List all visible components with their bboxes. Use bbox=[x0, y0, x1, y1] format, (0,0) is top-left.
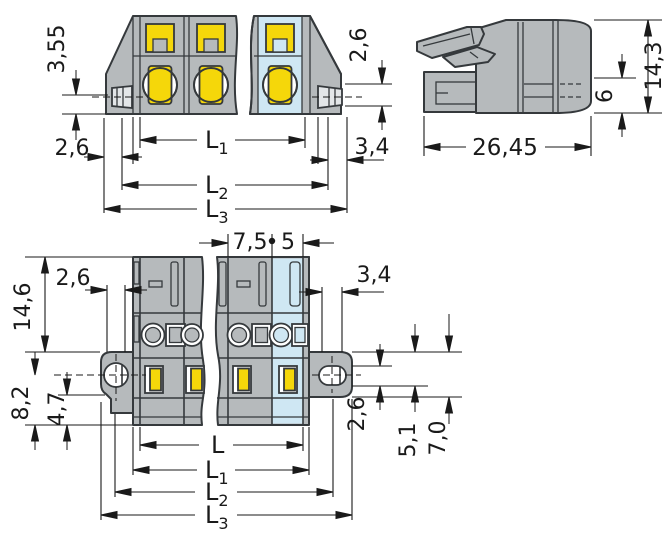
dim-14-3: 14,3 bbox=[642, 19, 667, 114]
svg-text:L3: L3 bbox=[205, 501, 229, 533]
dim-label: 5 bbox=[281, 230, 295, 255]
dim-l1: L1 bbox=[139, 126, 306, 158]
dim-label: 2,6 bbox=[347, 28, 372, 63]
pole-1 bbox=[142, 23, 178, 105]
svg-text:L2: L2 bbox=[205, 171, 229, 203]
dim-label: 3,4 bbox=[355, 135, 390, 160]
dim-3-55: 3,55 bbox=[45, 25, 81, 140]
dim-label: 14,6 bbox=[11, 283, 36, 332]
clamp-screws bbox=[144, 365, 298, 394]
dim-label: 4,7 bbox=[45, 392, 70, 427]
dim-3-4-right: 3,4 bbox=[310, 135, 390, 165]
side-profile-view: 26,45 14,3 6 bbox=[416, 19, 667, 161]
dim-label: 3,4 bbox=[357, 263, 392, 288]
pole-2 bbox=[193, 23, 229, 105]
dim-2-6-left: 2,6 bbox=[56, 266, 147, 295]
dim-extension-lines bbox=[25, 234, 462, 520]
dim-label: 26,45 bbox=[472, 135, 538, 161]
dim-6: 6 bbox=[593, 54, 627, 137]
dim-l1: L1 bbox=[132, 456, 310, 488]
svg-text:L3: L3 bbox=[205, 195, 229, 227]
dim-l: L bbox=[139, 431, 304, 459]
dim-2-6-right: 2,6 bbox=[347, 28, 387, 130]
svg-text:L1: L1 bbox=[205, 456, 229, 488]
pole-highlighted bbox=[262, 23, 298, 105]
dim-extension-lines bbox=[423, 19, 662, 156]
dim-label: 7,5 bbox=[233, 230, 268, 255]
lever-latch bbox=[442, 46, 496, 68]
plan-view: 7,5 5 3,4 2,6 14,6 8,2 4,7 bbox=[9, 230, 462, 533]
dim-label: 2,6 bbox=[55, 136, 90, 161]
dim-2-6-flange: 2,6 bbox=[345, 344, 385, 432]
mounting-ear-left bbox=[100, 351, 134, 414]
clamp-screw bbox=[147, 65, 173, 105]
dim-5-1: 5,1 bbox=[396, 324, 421, 458]
connector-main-body bbox=[475, 19, 592, 114]
dim-8-2: 8,2 bbox=[9, 352, 40, 450]
dim-label: 3,55 bbox=[45, 25, 70, 74]
dim-3-4: 3,4 bbox=[299, 263, 392, 297]
dim-l2: L2 bbox=[121, 171, 329, 203]
dim-4-7: 4,7 bbox=[45, 372, 72, 450]
dim-l2: L2 bbox=[114, 478, 334, 510]
dim-14-6: 14,6 bbox=[11, 256, 50, 353]
dim-l3: L3 bbox=[103, 195, 348, 227]
dim-label: 2,6 bbox=[345, 397, 370, 432]
clamp-screw bbox=[267, 65, 293, 105]
dim-7-0: 7,0 bbox=[426, 314, 454, 456]
dim-label: 2,6 bbox=[56, 266, 91, 291]
lever-slots bbox=[133, 261, 301, 343]
dim-26-45: 26,45 bbox=[423, 135, 592, 161]
dim-2-6-left: 2,6 bbox=[55, 136, 142, 162]
svg-text:L1: L1 bbox=[205, 126, 229, 158]
dim-label: 7,0 bbox=[426, 421, 451, 456]
dim-extension-lines bbox=[62, 83, 392, 213]
svg-text:L: L bbox=[211, 431, 225, 459]
dim-label: 8,2 bbox=[9, 386, 34, 421]
contact-openings bbox=[140, 322, 309, 348]
side-elevation-view: 3,55 2,6 L1 L2 L3 2,6 bbox=[45, 15, 392, 227]
dim-label: 14,3 bbox=[642, 42, 667, 91]
dim-l3: L3 bbox=[100, 501, 353, 533]
svg-text:L2: L2 bbox=[205, 478, 229, 510]
clamp-screw bbox=[198, 65, 224, 105]
dim-7-5-and-5: 7,5 5 bbox=[199, 230, 334, 255]
dim-label: 6 bbox=[593, 89, 618, 103]
dim-label: 5,1 bbox=[396, 423, 421, 458]
